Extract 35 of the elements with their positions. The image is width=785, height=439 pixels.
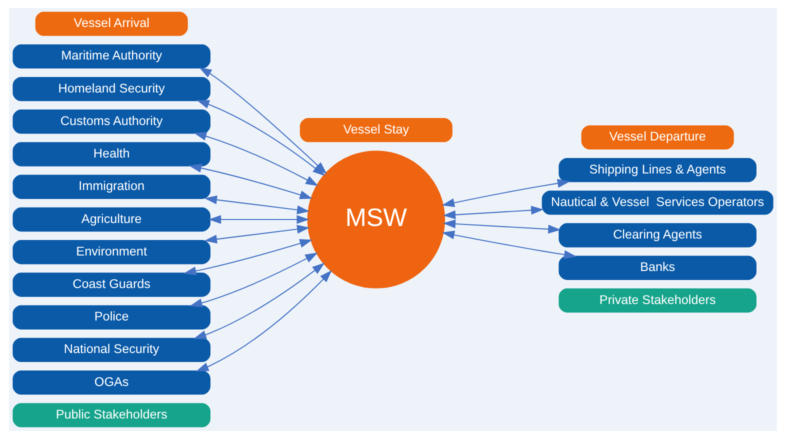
node-box: Environment [12,240,210,264]
node-box: Public Stakeholders [12,403,210,428]
arrow [188,164,312,200]
arrow [208,215,309,224]
node-box: Shipping Lines & Agents [558,158,756,182]
node-box: Banks [558,256,756,280]
node-box: OGAs [12,370,210,395]
node-box: Customs Authority [12,110,210,134]
arrow [442,206,544,220]
node-box: Agriculture [12,207,210,232]
arrow [204,224,310,244]
node-box: Coast Guards [12,272,210,297]
node-box: Vessel Arrival [34,12,188,36]
node-box: Clearing Agents [558,223,756,248]
arrow [193,262,324,340]
node-box: National Security [12,338,210,362]
arrow [183,239,312,276]
node-box: Vessel Stay [299,118,452,142]
node-circle: MSW [306,150,445,288]
node-box: Health [12,142,210,166]
node-box: Nautical & Vessel Services Operators [541,190,773,215]
arrow [441,230,576,259]
arrow [189,252,318,308]
arrow [204,195,310,214]
node-box: Police [12,305,210,330]
node-box: Maritime Authority [12,44,210,69]
node-box: Private Stakeholders [558,288,756,313]
arrow [441,178,570,208]
node-box: Vessel Departure [580,125,734,150]
node-box: Homeland Security [12,76,210,102]
node-box: Immigration [12,174,210,199]
arrow [193,132,318,186]
arrow [442,220,560,234]
arrow [195,270,332,372]
arrow [196,100,325,176]
